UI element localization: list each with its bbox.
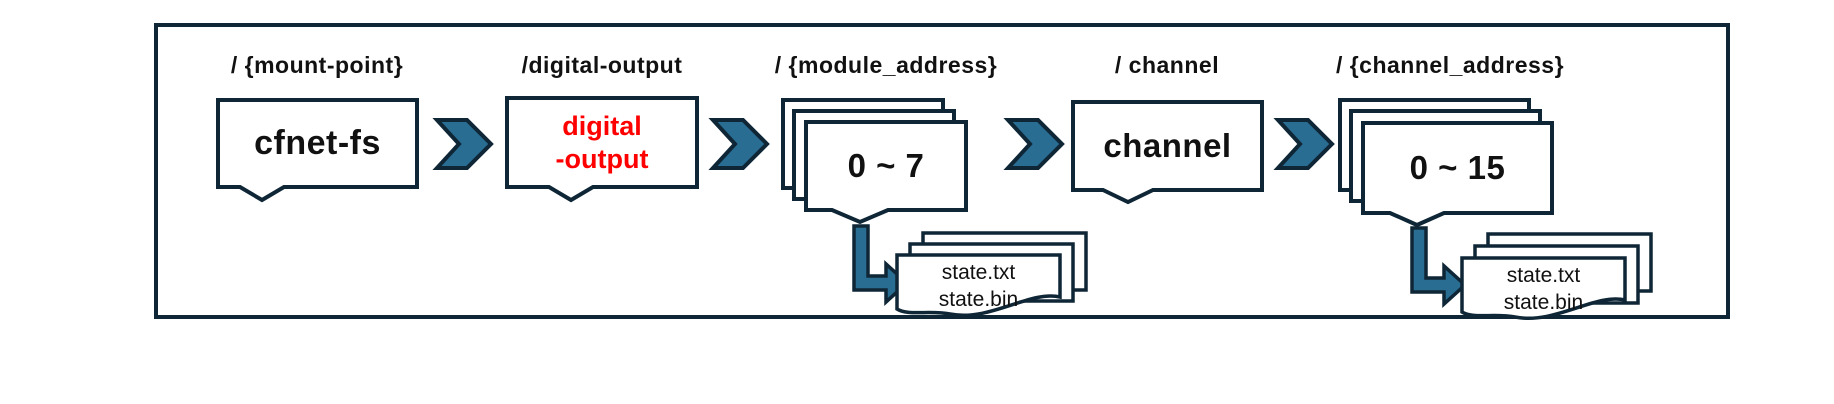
chevron-right-arrow-2 [708, 118, 770, 170]
channel-box [1071, 100, 1264, 205]
path-label-mount-point: / {mount-point} [230, 52, 404, 78]
file-name-state-bin: state.bin [1503, 291, 1584, 314]
path-label-digital-output: /digital-output [521, 52, 683, 78]
file-document-stack-2 [1460, 232, 1653, 320]
module-range-box [804, 120, 968, 225]
chevron-right-arrow-1 [432, 118, 494, 170]
file-name-state-bin: state.bin [938, 288, 1019, 311]
chevron-right-arrow-3 [1003, 118, 1065, 170]
path-label-channel-address: / {channel_address} [1335, 52, 1565, 78]
file-names-1: state.txt state.bin [897, 259, 1060, 313]
module-card-stack [781, 98, 968, 225]
file-document-stack-1 [895, 231, 1088, 317]
file-names-2: state.txt state.bin [1462, 262, 1625, 316]
channel-card-stack [1338, 98, 1554, 228]
file-name-state-txt: state.txt [1506, 264, 1581, 287]
document-sheet-front [895, 253, 1062, 317]
chevron-right-arrow-4 [1273, 118, 1335, 170]
document-sheet-front [1460, 256, 1627, 320]
cfnet-fs-box [216, 98, 419, 203]
outer-frame [154, 23, 1730, 319]
file-name-state-txt: state.txt [941, 261, 1016, 284]
digital-output-box [505, 96, 699, 203]
path-label-channel: / channel [1114, 52, 1220, 78]
elbow-down-right-arrow-2 [1410, 226, 1468, 308]
channel-range-box [1361, 121, 1554, 228]
path-label-module-address: / {module_address} [774, 52, 998, 78]
